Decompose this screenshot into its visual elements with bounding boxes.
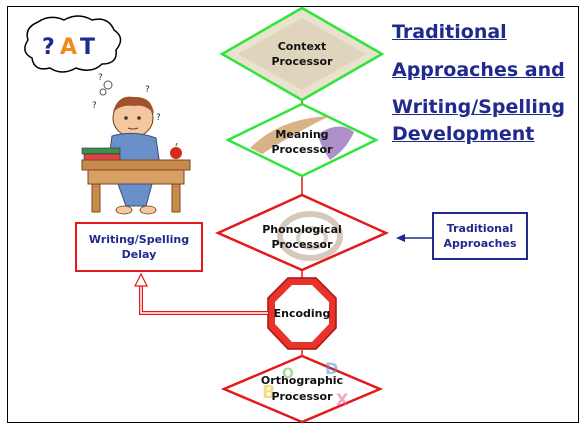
encoding-label: Encoding bbox=[274, 307, 331, 320]
context-label-line-1: Context bbox=[278, 40, 327, 53]
writing-spelling-delay-box: Writing/Spelling Delay bbox=[75, 222, 203, 272]
logo-question-mark: ? bbox=[42, 35, 55, 60]
title-line-2: Approaches and bbox=[392, 59, 565, 81]
context-processor-diamond: Context Processor bbox=[219, 6, 385, 102]
traditional-box-line-2: Approaches bbox=[443, 237, 517, 250]
traditional-box-line-1: Traditional bbox=[446, 222, 514, 235]
svg-text:O: O bbox=[282, 366, 294, 382]
svg-text:D: D bbox=[325, 359, 338, 378]
title-line-3: Writing/Spelling bbox=[392, 96, 566, 118]
meaning-processor-diamond: Meaning Processor bbox=[225, 102, 379, 178]
phonological-label-line-1: Phonological bbox=[262, 223, 342, 236]
meaning-label-line-2: Processor bbox=[271, 143, 333, 156]
delay-box-line-1: Writing/Spelling bbox=[88, 233, 190, 246]
arrow-traditional-to-phonological bbox=[396, 234, 432, 242]
at-logo: ? A T bbox=[24, 15, 122, 73]
title-line-1: Traditional bbox=[392, 21, 507, 43]
orthographic-label-line-2: Processor bbox=[271, 390, 333, 403]
svg-text:?: ? bbox=[145, 85, 150, 95]
orthographic-label-line-1: Orthographic bbox=[261, 374, 343, 387]
student-at-desk-illustration: ? ? ? ? bbox=[81, 73, 191, 215]
svg-text:?: ? bbox=[98, 73, 103, 83]
thought-cloud-icon bbox=[24, 15, 122, 73]
phonological-label-line-2: Processor bbox=[271, 238, 333, 251]
svg-text:?: ? bbox=[92, 101, 97, 111]
logo-letter-a: A bbox=[60, 35, 77, 60]
arrow-encoding-to-delay bbox=[134, 272, 268, 315]
encoding-octagon: Encoding bbox=[267, 277, 337, 350]
context-label-line-2: Processor bbox=[271, 55, 333, 68]
phonological-processor-diamond: Phonological Processor bbox=[214, 193, 390, 272]
logo-letter-t: T bbox=[80, 35, 95, 60]
svg-text:B: B bbox=[262, 382, 276, 403]
traditional-approaches-box: Traditional Approaches bbox=[432, 212, 528, 260]
orthographic-processor-diamond: B D X O Orthographic Processor bbox=[220, 354, 384, 424]
meaning-label-line-1: Meaning bbox=[275, 128, 328, 141]
svg-text:?: ? bbox=[156, 113, 161, 123]
svg-text:X: X bbox=[336, 390, 349, 409]
delay-box-line-2: Delay bbox=[121, 248, 157, 261]
title-line-4: Development bbox=[392, 123, 535, 145]
